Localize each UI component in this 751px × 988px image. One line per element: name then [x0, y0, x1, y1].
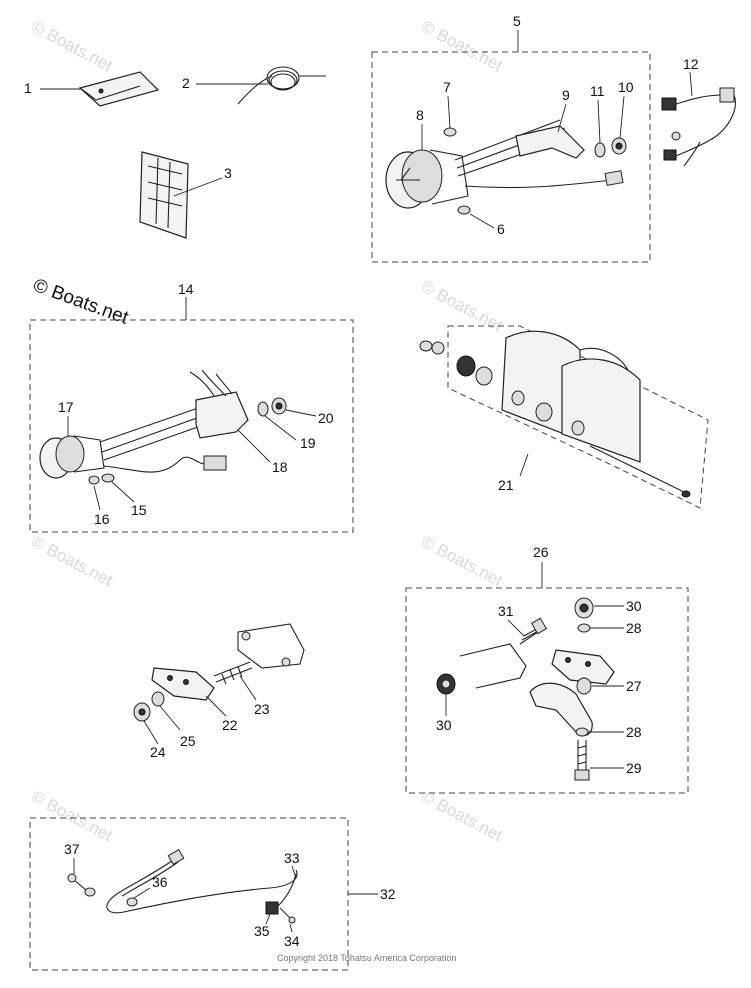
callout-37: 37	[64, 841, 80, 857]
callout-36: 36	[152, 874, 168, 890]
callout-5: 5	[513, 13, 521, 29]
part-34-screw	[279, 907, 296, 924]
copyright-notice: Copyright 2018 Tohatsu America Corporati…	[277, 953, 456, 963]
group-box-14	[29, 319, 354, 533]
group-box-26	[405, 587, 689, 794]
part-31-bolt	[519, 617, 548, 645]
part-2-cable-coil	[237, 66, 326, 105]
callout-8: 8	[416, 107, 424, 123]
part-7-bulb	[443, 127, 457, 137]
callout-11: 11	[590, 83, 605, 99]
callout-10: 10	[618, 79, 634, 95]
part-36-clamp	[126, 897, 138, 907]
callout-28: 28	[626, 620, 642, 636]
callout-30: 30	[436, 717, 452, 733]
callout-22: 22	[222, 717, 238, 733]
callout-32: 32	[380, 886, 396, 902]
callout-25: 25	[180, 733, 196, 749]
callout-14: 14	[178, 281, 194, 297]
part-6-bulb	[457, 205, 471, 215]
part-28-washer-bottom	[575, 727, 589, 737]
part-25-washer	[151, 691, 165, 707]
part-8-tachometer	[385, 119, 624, 209]
callout-33: 33	[284, 850, 300, 866]
callout-2: 2	[182, 75, 190, 91]
callout-20: 20	[318, 410, 334, 426]
callout-7: 7	[443, 79, 451, 95]
callout-23: 23	[254, 701, 270, 717]
part-19-washer	[257, 401, 269, 417]
part-30-nut-top	[574, 597, 594, 619]
callout-21: 21	[498, 477, 514, 493]
callout-35: 35	[254, 923, 270, 939]
watermark: © Boats.net	[418, 787, 506, 846]
part-16-bulb-socket	[88, 475, 100, 485]
part-21-remote-box	[419, 325, 709, 509]
part-20-nut	[271, 397, 287, 415]
callout-34: 34	[284, 933, 300, 949]
part-18-bracket	[189, 369, 249, 439]
callout-19: 19	[300, 435, 316, 451]
callout-26: 26	[533, 544, 549, 560]
callout-30: 30	[626, 598, 642, 614]
callout-29: 29	[626, 760, 642, 776]
part-27-collar	[576, 677, 592, 695]
part-37-screw	[67, 873, 96, 897]
watermark: © Boats.net	[28, 532, 116, 591]
callout-16: 16	[94, 511, 110, 527]
group-box-5	[371, 51, 651, 263]
callout-6: 6	[497, 221, 505, 237]
watermark: © Boats.net	[28, 17, 116, 76]
callout-28: 28	[626, 724, 642, 740]
watermark: © Boats.net	[418, 17, 506, 76]
part-3-decal-sheet	[139, 151, 189, 239]
part-1-pouch	[78, 71, 160, 107]
callout-9: 9	[562, 87, 570, 103]
part-35-switch	[265, 901, 279, 915]
callout-1: 1	[24, 80, 32, 96]
part-12-harness	[661, 87, 736, 167]
part-29-bolt	[574, 740, 590, 781]
callout-27: 27	[626, 678, 642, 694]
part-28-washer-top	[577, 623, 591, 633]
brand-mark: © Boats.net	[30, 275, 131, 329]
part-22-bracket	[151, 667, 215, 701]
part-30-nut-left	[436, 673, 456, 695]
part-33-wire-harness	[106, 848, 298, 914]
callout-31: 31	[498, 603, 514, 619]
bracket-assembly-ghost	[237, 623, 305, 669]
part-9-bracket	[515, 125, 585, 159]
callout-18: 18	[272, 459, 288, 475]
callout-3: 3	[224, 165, 232, 181]
part-11-washer	[594, 142, 606, 158]
part-23-stud	[213, 661, 253, 685]
part-15-bulb	[101, 473, 115, 483]
part-control-bracket	[459, 643, 615, 689]
watermark: © Boats.net	[418, 532, 506, 591]
part-17-gauge	[39, 405, 227, 479]
callout-12: 12	[683, 56, 699, 72]
watermark: © Boats.net	[28, 787, 116, 846]
callout-17: 17	[58, 399, 74, 415]
watermarks: © Boats.net © Boats.net © Boats.net © Bo…	[28, 17, 506, 846]
callout-24: 24	[150, 744, 166, 760]
callout-15: 15	[131, 502, 147, 518]
part-24-nut	[133, 702, 151, 722]
part-10-nut	[611, 137, 627, 155]
watermark: © Boats.net	[418, 277, 506, 336]
